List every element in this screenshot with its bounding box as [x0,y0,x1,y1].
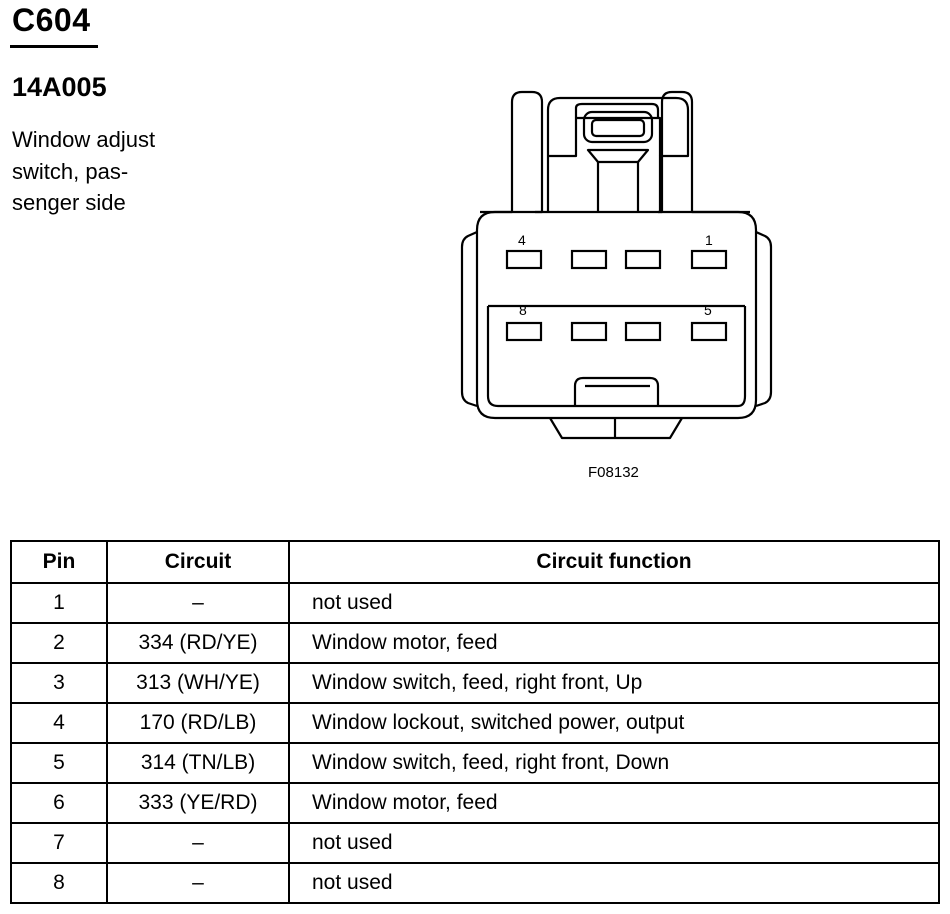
connector-body [475,210,758,420]
header-function: Circuit function [288,540,940,584]
pinout-table: Pin Circuit Circuit function 1 – not use… [10,540,940,904]
right-post [658,90,750,214]
pin-slot [570,321,608,342]
pin-slot [505,249,543,270]
connector-face-diagram: 4 1 8 5 [460,90,773,440]
left-rib [460,230,478,408]
circuit-cell: 313 (WH/YE) [106,662,290,704]
circuit-cell: 334 (RD/YE) [106,622,290,664]
pin-cell: 5 [10,742,108,784]
function-cell: not used [288,582,940,624]
function-cell: not used [288,822,940,864]
pin-label-4: 4 [518,232,526,248]
circuit-cell: – [106,862,290,904]
latch-tab [586,148,650,164]
pin-cell: 2 [10,622,108,664]
pin-cell: 8 [10,862,108,904]
pin-slot [624,321,662,342]
function-cell: Window motor, feed [288,622,940,664]
right-rib [755,230,773,408]
pin-cell: 7 [10,822,108,864]
title-underline [10,45,98,48]
header-pin: Pin [10,540,108,584]
table-row: 5 314 (TN/LB) Window switch, feed, right… [10,742,940,784]
table-row: 7 – not used [10,822,940,864]
pin-cell: 3 [10,662,108,704]
table-row: 1 – not used [10,582,940,624]
pin-cell: 6 [10,782,108,824]
pin-slot [690,321,728,342]
table-row: 6 333 (YE/RD) Window motor, feed [10,782,940,824]
circuit-cell: 333 (YE/RD) [106,782,290,824]
connector-description: Window adjust switch, pas- senger side [12,124,212,219]
pin-slot [505,321,543,342]
function-cell: not used [288,862,940,904]
pin-slot [624,249,662,270]
figure-label: F08132 [588,464,639,481]
function-cell: Window lockout, switched power, output [288,702,940,744]
pin-cell: 1 [10,582,108,624]
table-row: 2 334 (RD/YE) Window motor, feed [10,622,940,664]
pin-label-1: 1 [705,232,713,248]
circuit-cell: – [106,582,290,624]
header-circuit: Circuit [106,540,290,584]
pin-label-8: 8 [519,302,527,318]
table-header-row: Pin Circuit Circuit function [10,540,940,584]
latch-housing [546,96,690,212]
function-cell: Window switch, feed, right front, Down [288,742,940,784]
keyway [573,376,660,406]
pin-slot [570,249,608,270]
pin-cell: 4 [10,702,108,744]
description-line: switch, pas- [12,158,129,184]
table-row: 8 – not used [10,862,940,904]
description-line: Window adjust [12,127,156,152]
circuit-cell: 314 (TN/LB) [106,742,290,784]
function-cell: Window motor, feed [288,782,940,824]
connector-id: C604 [12,2,91,38]
table-row: 4 170 (RD/LB) Window lockout, switched p… [10,702,940,744]
part-number: 14A005 [12,72,107,102]
left-post [480,90,544,214]
pin-slot [690,249,728,270]
circuit-cell: 170 (RD/LB) [106,702,290,744]
inner-cavity [486,306,747,408]
table-row: 3 313 (WH/YE) Window switch, feed, right… [10,662,940,704]
circuit-cell: – [106,822,290,864]
function-cell: Window switch, feed, right front, Up [288,662,940,704]
description-line: senger side [12,190,126,215]
pin-label-5: 5 [704,302,712,318]
